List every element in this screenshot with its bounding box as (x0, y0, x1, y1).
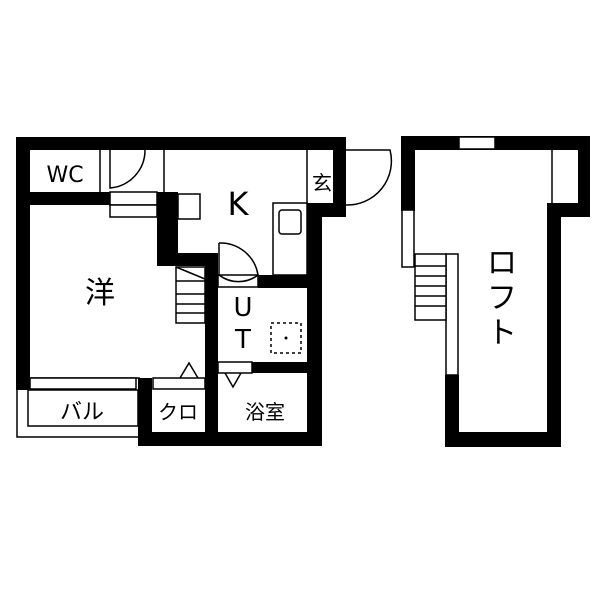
room-label-utility-u: U (233, 293, 252, 323)
right-wall (307, 203, 322, 446)
loft-left-window (401, 209, 415, 268)
loft-rail (445, 253, 459, 376)
loft-bottom-wall (445, 432, 560, 447)
left-wall (16, 137, 30, 390)
room-label-loft-2: フ (487, 281, 517, 316)
room-label-loft-3: ト (487, 316, 517, 351)
washing-machine-space (270, 322, 302, 354)
closet-left-wall (138, 378, 152, 446)
loft-right-wall (547, 203, 561, 447)
entrance-step-wall (307, 203, 346, 217)
room-label-loft-1: ロ (487, 246, 517, 281)
top-wall (16, 137, 346, 150)
opening (109, 191, 158, 206)
room-label-entrance: 玄 (312, 171, 332, 195)
stair-top-wall (157, 253, 218, 266)
bath-marker-icon (224, 372, 242, 389)
wc-door[interactable] (109, 149, 146, 189)
utility-door[interactable] (218, 242, 259, 283)
loft-floor-plan: ロ フ ト (401, 136, 590, 447)
room-label-bathroom: 浴室 (245, 400, 285, 424)
loft-left-wall (401, 136, 415, 211)
bath-door-opening (217, 361, 253, 374)
loft-left-lower-wall (445, 375, 459, 447)
fridge-space (109, 204, 158, 218)
room-label-western-room: 洋 (85, 276, 115, 311)
balcony-window (29, 377, 137, 390)
stairs (175, 266, 206, 324)
loft-right-upper-wall (578, 136, 590, 217)
sink (278, 209, 302, 235)
room-label-closet: クロ (158, 400, 198, 424)
closet-door (152, 377, 206, 390)
wc-bottom-wall (16, 192, 110, 205)
drain-icon (284, 336, 288, 340)
kitchen-left-wall (157, 192, 178, 265)
room-label-kitchen: K (228, 185, 250, 223)
balcony-inner (27, 389, 139, 427)
entrance-right-wall (333, 150, 346, 205)
loft-stairs (414, 253, 447, 321)
loft-step-wall (547, 203, 590, 217)
bottom-wall (138, 432, 322, 446)
room-label-utility-t: T (234, 325, 251, 355)
loft-window (458, 136, 496, 150)
main-floor-plan: WC K 玄 洋 U T バル クロ 浴室 (16, 137, 393, 446)
closet-marker-icon (179, 361, 199, 379)
utility-left-wall (205, 253, 218, 445)
entrance-door[interactable] (345, 149, 393, 206)
utility-top-wall (258, 275, 322, 288)
utility-bottom-wall (252, 362, 322, 373)
room-label-balcony: バル (60, 400, 104, 425)
fixture (177, 193, 201, 220)
room-label-wc: WC (46, 163, 83, 188)
